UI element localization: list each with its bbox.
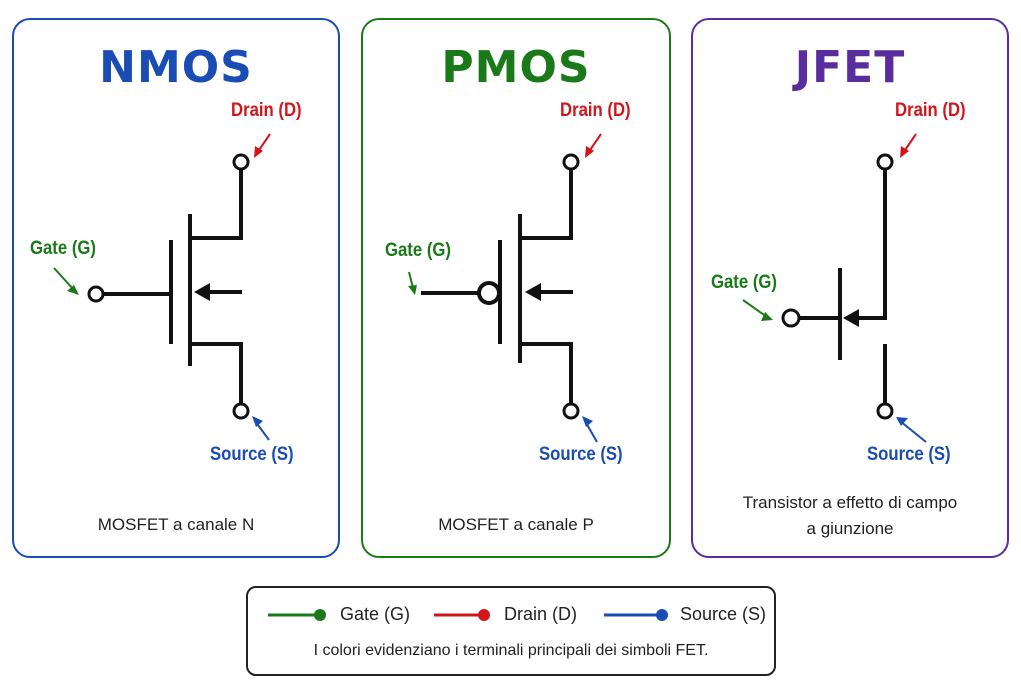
pmos-source-terminal: [562, 402, 580, 420]
jfet-description-line1: Transistor a effetto di campo: [742, 493, 958, 512]
nmos-symbol: [53, 133, 271, 441]
legend-gate-label: Gate (G): [340, 604, 411, 624]
pmos-gate-label: Gate (G): [385, 240, 451, 261]
nmos-panel: NMOS Drain (D: [12, 18, 340, 558]
pmos-gate-bubble: [477, 281, 501, 305]
pmos-panel: PMOS Drain (D: [361, 18, 671, 558]
legend-swatches: [268, 609, 668, 621]
nmos-source-terminal: [232, 402, 250, 420]
legend-note: I colori evidenziano i terminali princip…: [313, 642, 709, 659]
jfet-source-label: Source (S): [867, 444, 951, 465]
nmos-title: NMOS: [99, 42, 253, 93]
jfet-gate-label: Gate (G): [711, 272, 777, 293]
nmos-drain-label: Drain (D): [231, 100, 302, 121]
nmos-drain-terminal: [232, 153, 250, 171]
legend: Gate (G) Drain (D) Source (S) I colori e…: [246, 586, 776, 676]
pmos-drain-terminal: [562, 153, 580, 171]
nmos-gate-label: Gate (G): [30, 238, 96, 259]
jfet-panel: JFET Drain (D) Gate (G) Source (S) Trans…: [691, 18, 1009, 558]
jfet-title: JFET: [794, 42, 906, 93]
jfet-drain-label: Drain (D): [895, 100, 966, 121]
jfet-symbol: [742, 133, 927, 443]
pmos-title: PMOS: [441, 42, 591, 93]
jfet-arrow: [843, 309, 859, 327]
nmos-gate-terminal: [87, 285, 105, 303]
nmos-source-label: Source (S): [210, 444, 294, 465]
jfet-gate-terminal: [781, 308, 801, 328]
legend-source-dot: [656, 609, 668, 621]
legend-drain-label: Drain (D): [504, 604, 578, 624]
pmos-source-label: Source (S): [539, 444, 623, 465]
pmos-symbol: [408, 133, 602, 443]
jfet-description-line2: a giunzione: [806, 519, 894, 538]
jfet-source-terminal: [876, 402, 894, 420]
legend-drain-dot: [478, 609, 490, 621]
pmos-arrow: [525, 283, 541, 301]
nmos-arrow: [194, 283, 210, 301]
pmos-description: MOSFET a canale P: [438, 515, 594, 534]
nmos-description: MOSFET a canale N: [97, 515, 255, 534]
pmos-drain-label: Drain (D): [560, 100, 631, 121]
jfet-drain-terminal: [876, 153, 894, 171]
legend-source-label: Source (S): [680, 604, 767, 624]
legend-gate-dot: [314, 609, 326, 621]
